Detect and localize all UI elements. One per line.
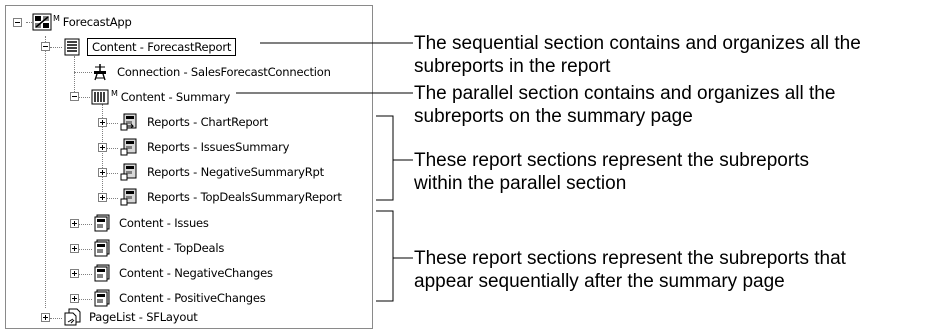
- content-section-icon: [94, 239, 110, 257]
- connection-icon: [94, 64, 106, 81]
- content-section-icon: [94, 214, 110, 232]
- tree-node-content-summary[interactable]: M Content - Summary: [90, 88, 230, 106]
- tree-guide-line: [106, 123, 118, 124]
- tree-node-label: Content - PositiveChanges: [119, 291, 266, 305]
- tree-node-label: Reports - ChartReport: [147, 115, 269, 129]
- modified-marker: M: [53, 13, 60, 23]
- tree-node-connection[interactable]: Connection - SalesForecastConnection: [90, 63, 331, 81]
- report-section-icon: [120, 113, 137, 131]
- expand-toggle[interactable]: [98, 168, 107, 177]
- tree-node-content[interactable]: Content - TopDeals: [92, 239, 224, 257]
- expand-toggle[interactable]: [98, 193, 107, 202]
- tree-node-pagelist[interactable]: PageList - SFLayout: [62, 308, 198, 326]
- expand-toggle[interactable]: [70, 244, 79, 253]
- tree-node-label: Content - Issues: [119, 216, 209, 230]
- tree-guide-line: [106, 173, 118, 174]
- expand-toggle[interactable]: [70, 219, 79, 228]
- tree-node-label: Content - ForecastReport: [87, 38, 237, 56]
- tree-guide-line: [102, 104, 103, 202]
- expand-toggle[interactable]: [70, 269, 79, 278]
- report-tree-panel: M ForecastApp Content - ForecastReport C…: [5, 5, 373, 329]
- callout-line: appear sequentially after the summary pa…: [414, 271, 785, 292]
- tree-node-label: Content - Summary: [120, 90, 231, 104]
- collapse-toggle[interactable]: [70, 92, 79, 101]
- tree-guide-line: [45, 36, 46, 308]
- expand-toggle[interactable]: [70, 294, 79, 303]
- content-section-icon: [94, 289, 110, 307]
- callout-line: The sequential section contains and orga…: [414, 33, 861, 54]
- tree-node-content[interactable]: Content - Issues: [92, 214, 209, 232]
- callout-sequential: The sequential section contains and orga…: [414, 32, 861, 78]
- report-section-icon: [120, 138, 137, 156]
- tree-node-label: Reports - TopDealsSummaryReport: [147, 190, 342, 204]
- tree-guide-line: [78, 97, 90, 98]
- tree-node-report[interactable]: Reports - TopDealsSummaryReport: [120, 188, 342, 206]
- callout-line: These report sections represent the subr…: [414, 248, 846, 269]
- expand-toggle[interactable]: [98, 143, 107, 152]
- tree-guide-line: [78, 274, 92, 275]
- tree-guide-line: [26, 22, 36, 23]
- callout-line: The parallel section contains and organi…: [414, 83, 836, 104]
- tree-node-report[interactable]: Reports - IssuesSummary: [120, 138, 289, 156]
- callout-after-summary: These report sections represent the subr…: [414, 247, 846, 293]
- tree-guide-line: [106, 148, 118, 149]
- expand-toggle[interactable]: [98, 118, 107, 127]
- callout-line: These report sections represent the subr…: [414, 150, 809, 171]
- sequential-section-icon: [64, 38, 80, 56]
- modified-marker: M: [111, 88, 118, 98]
- application-icon: [32, 13, 52, 31]
- callout-parallel: The parallel section contains and organi…: [414, 82, 835, 128]
- tree-node-content[interactable]: Content - NegativeChanges: [92, 264, 273, 282]
- tree-guide-line: [78, 299, 92, 300]
- tree-node-label: PageList - SFLayout: [89, 310, 198, 324]
- tree-node-label: Connection - SalesForecastConnection: [117, 65, 331, 79]
- tree-guide-line: [50, 47, 62, 48]
- content-section-icon: [94, 264, 110, 282]
- callout-line: within the parallel section: [414, 173, 627, 194]
- callout-within-parallel: These report sections represent the subr…: [414, 149, 809, 195]
- expand-toggle[interactable]: [41, 313, 50, 322]
- tree-guide-line: [50, 318, 62, 319]
- tree-node-report[interactable]: Reports - NegativeSummaryRpt: [120, 163, 324, 181]
- tree-node-label: Content - NegativeChanges: [119, 266, 273, 280]
- callout-line: subreports in the report: [414, 56, 611, 77]
- callout-line: subreports on the summary page: [414, 106, 693, 127]
- tree-node-label: ForecastApp: [62, 15, 132, 29]
- collapse-toggle[interactable]: [41, 42, 50, 51]
- tree-node-label: Reports - IssuesSummary: [147, 140, 290, 154]
- tree-guide-line: [78, 224, 92, 225]
- tree-guide-line: [74, 56, 75, 92]
- tree-node-report[interactable]: Reports - ChartReport: [120, 113, 268, 131]
- tree-guide-line: [78, 249, 92, 250]
- tree-node-label: Reports - NegativeSummaryRpt: [147, 165, 324, 179]
- parallel-section-icon: [91, 89, 109, 105]
- tree-node-label: Content - TopDeals: [119, 241, 225, 255]
- report-section-icon: [120, 163, 137, 181]
- collapse-toggle[interactable]: [13, 18, 22, 27]
- tree-guide-line: [106, 198, 118, 199]
- tree-node-content[interactable]: Content - PositiveChanges: [92, 289, 266, 307]
- tree-node-forecastapp[interactable]: M ForecastApp: [32, 13, 132, 31]
- tree-guide-line: [74, 72, 92, 73]
- tree-node-content-forecastreport[interactable]: Content - ForecastReport: [62, 38, 237, 56]
- report-section-icon: [120, 188, 137, 206]
- pagelist-icon: [64, 308, 81, 326]
